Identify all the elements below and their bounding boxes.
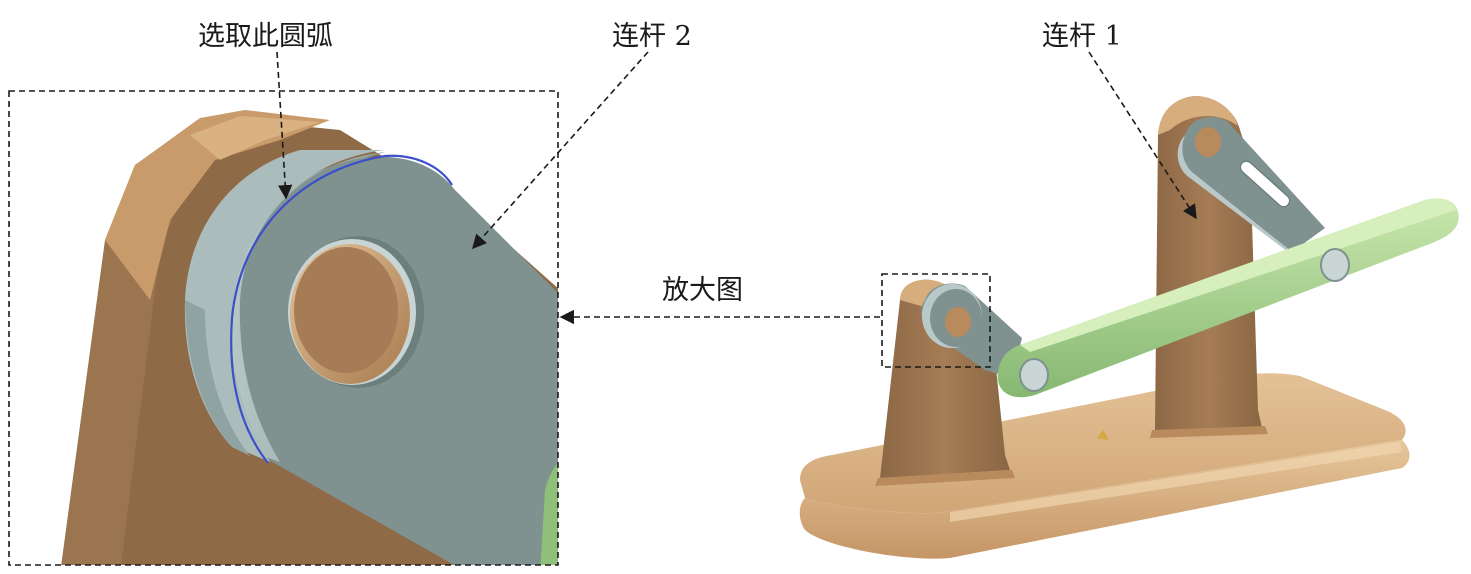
link2-pin: [945, 307, 971, 337]
green-link-top-edge: [1020, 198, 1456, 352]
arrow-link1: [1088, 51, 1197, 220]
assembly-view: [799, 96, 1459, 559]
label-zoom: 放大图: [662, 275, 743, 306]
link1-edge-zoom: [540, 462, 558, 565]
label-select-arc: 选取此圆弧: [198, 21, 333, 52]
zoom-detail-view: [61, 110, 558, 565]
right-post-foot: [1150, 426, 1268, 438]
bracket-top-highlight: [105, 110, 330, 300]
selected-arc: [230, 154, 453, 464]
link2-side-shade: [185, 300, 250, 456]
arrow-select-arc: [276, 51, 293, 200]
label-link2: 连杆 2: [612, 21, 692, 52]
pin-boss-top: [294, 247, 398, 373]
link1-pin: [1195, 127, 1221, 157]
left-post-foot: [875, 470, 1015, 486]
arrow-link2: [472, 51, 649, 250]
origin-marker: [1097, 430, 1109, 440]
bracket-top-sheen: [190, 116, 320, 160]
base-plate-edge-highlight: [950, 442, 1402, 522]
zoom-source-frame: [881, 273, 991, 368]
green-link-body: [997, 198, 1459, 398]
zoom-frame: [8, 90, 559, 566]
link1-slot: [1239, 160, 1291, 208]
right-post-top: [1158, 96, 1238, 135]
green-link-pin-left: [1019, 358, 1049, 392]
green-link-pin-mid: [1320, 248, 1350, 282]
label-link1: 连杆 1: [1042, 21, 1122, 52]
callout-arrows: [276, 51, 1197, 325]
